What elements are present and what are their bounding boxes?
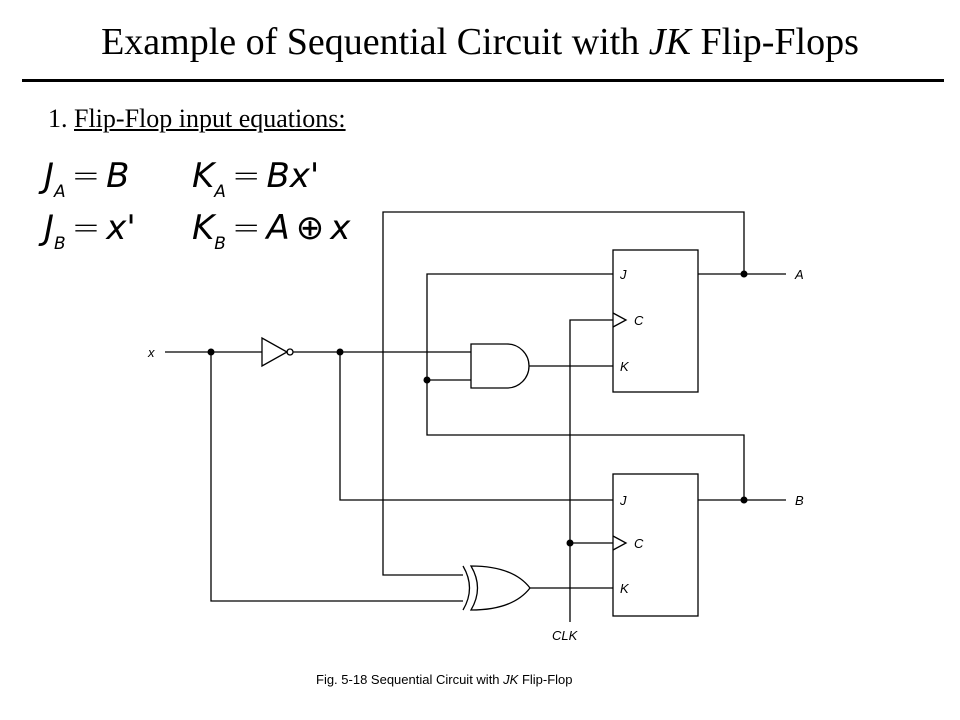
ff-b-c-label: C — [634, 536, 644, 551]
ff-b-j-label: J — [619, 493, 627, 508]
slide-title: Example of Sequential Circuit with JK Fl… — [101, 21, 859, 63]
wire-x-to-xor — [210, 352, 463, 602]
flip-flop-a — [612, 249, 699, 393]
wire-clock — [569, 319, 613, 622]
inverter-gate — [261, 336, 289, 368]
wire-a-feedback — [382, 211, 745, 576]
and-gate — [470, 343, 530, 389]
junction-dot — [740, 270, 748, 278]
figure-caption: Fig. 5-18 Sequential Circuit with JK Fli… — [316, 672, 573, 687]
flip-flop-b — [612, 473, 699, 617]
junction-dot — [740, 496, 748, 504]
junction-dot — [336, 348, 344, 356]
label-output-a: A — [794, 267, 804, 282]
junction-dot — [566, 539, 574, 547]
wire-jb — [339, 352, 613, 501]
equation-ja: JA=B — [44, 156, 130, 202]
section-heading: 1. Flip-Flop input equations: — [48, 104, 346, 133]
ff-a-k-label: K — [620, 359, 630, 374]
equation-kb: KB=A⊕x — [192, 208, 351, 254]
ff-a-c-label: C — [634, 313, 644, 328]
label-clk: CLK — [552, 628, 579, 643]
equation-jb: JB=x' — [44, 208, 136, 254]
ff-a-j-label: J — [619, 267, 627, 282]
ff-b-k-label: K — [620, 581, 630, 596]
junction-dot — [423, 376, 431, 384]
wire-b-feedback — [426, 273, 745, 500]
label-x: x — [147, 345, 155, 360]
equation-ka: KA=Bx' — [192, 156, 320, 202]
junction-dot — [207, 348, 215, 356]
xor-gate-outer-arc — [462, 565, 471, 611]
title-underline — [22, 79, 944, 82]
clock-triangle-b — [612, 535, 628, 551]
label-output-b: B — [795, 493, 804, 508]
clock-triangle-a — [612, 312, 628, 328]
xor-gate — [469, 565, 531, 611]
